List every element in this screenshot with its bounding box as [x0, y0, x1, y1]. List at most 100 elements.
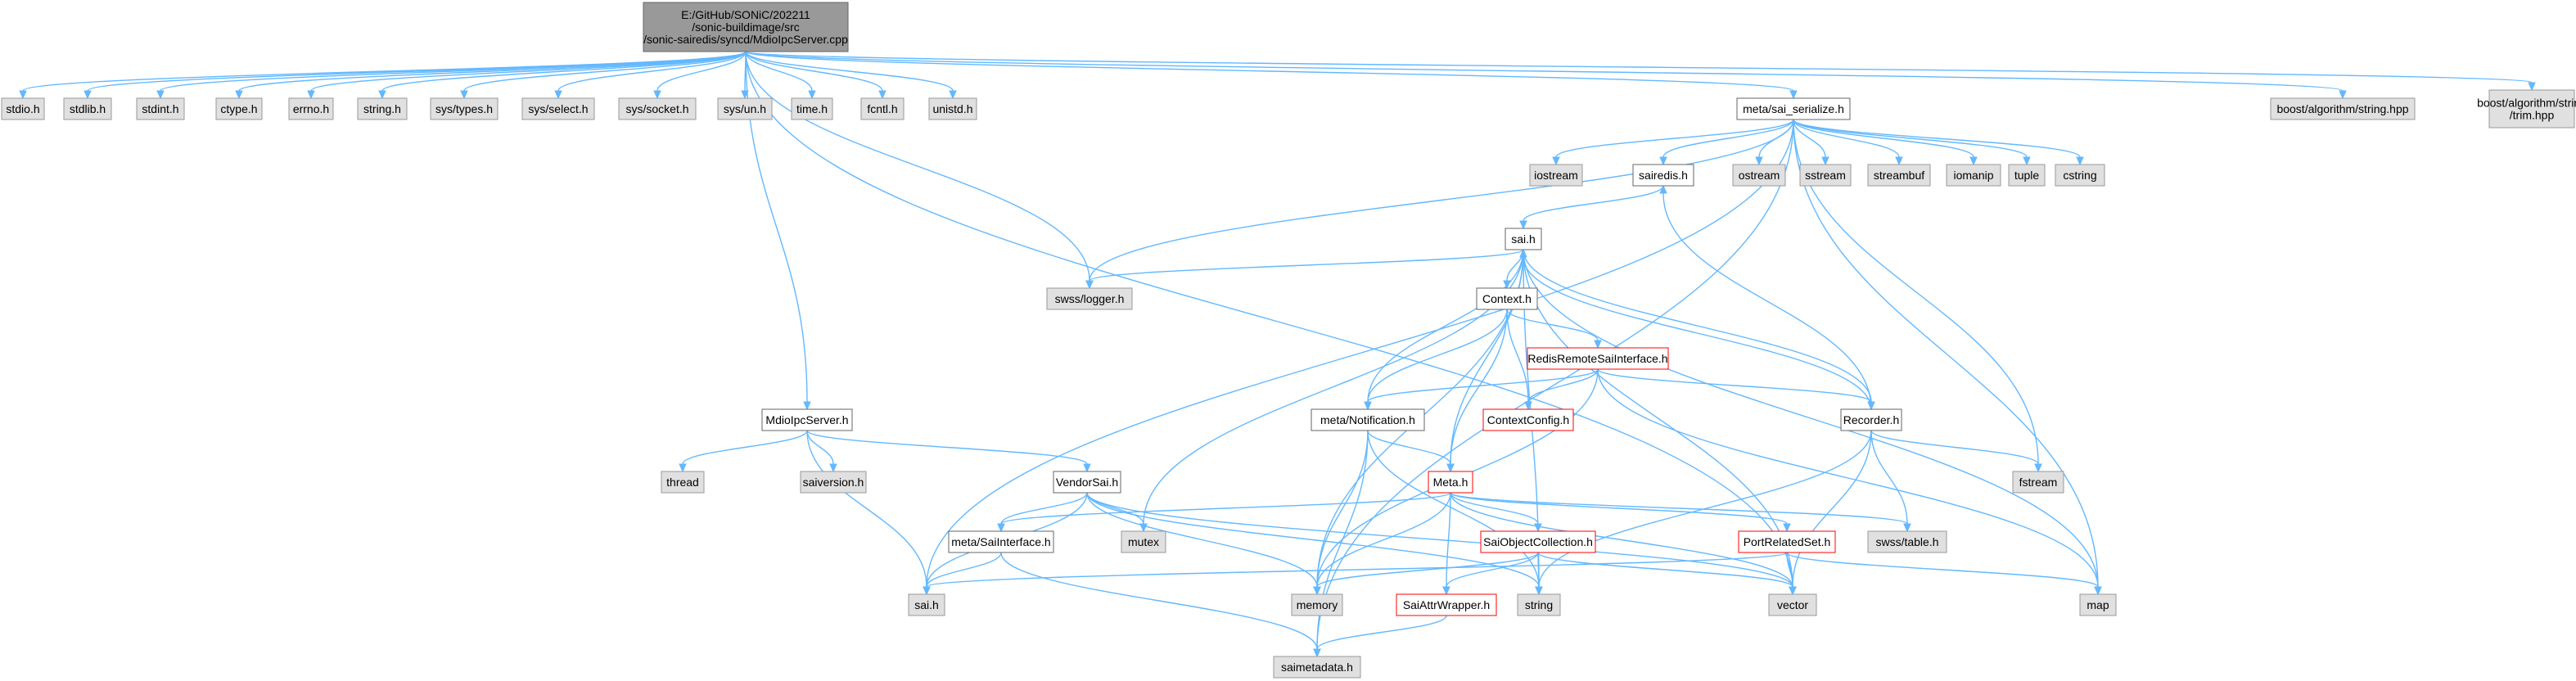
node-label: meta/SaiInterface.h — [951, 535, 1050, 548]
node-sysselect: sys/select.h — [521, 97, 595, 120]
node-box — [2488, 89, 2575, 129]
node-label: sys/select.h — [528, 102, 588, 115]
node-label: tuple — [2014, 169, 2040, 182]
edge-portrelated-to-sai_bottom — [923, 552, 1788, 596]
node-label: sys/un.h — [724, 102, 766, 115]
edge-sai_top-to-meta_h — [1446, 249, 1524, 473]
node-label: boost/algorithm/string — [2477, 97, 2576, 110]
edge-context-to-redisremote — [1506, 309, 1602, 350]
node-mutex: mutex — [1121, 530, 1166, 553]
node-label: sairedis.h — [1639, 169, 1688, 182]
node-iostream: iostream — [1529, 164, 1583, 187]
node-box — [521, 97, 595, 120]
node-errno: errno.h — [288, 97, 334, 120]
node-label: SaiAttrWrapper.h — [1403, 598, 1490, 611]
node-box — [1946, 164, 2001, 187]
edge-redisremote-to-contextconfig — [1524, 368, 1599, 411]
edge-meta_h-to-saiobjcoll — [1450, 492, 1542, 533]
node-iomanip: iomanip — [1946, 164, 2001, 187]
node-box — [1736, 97, 1851, 120]
node-contextconfig[interactable]: ContextConfig.h — [1482, 408, 1574, 431]
edge-serialize-to-map — [1793, 119, 2102, 596]
node-saiinterface[interactable]: meta/SaiInterface.h — [948, 530, 1054, 553]
node-label: time.h — [796, 102, 828, 115]
node-label: swss/table.h — [1875, 535, 1938, 548]
node-mdioipcserver[interactable]: MdioIpcServer.h — [761, 408, 853, 431]
node-label: /sonic-sairedis/syncd/MdioIpcServer.cpp — [643, 33, 848, 46]
node-box — [2270, 97, 2416, 120]
node-stdlib: stdlib.h — [63, 97, 112, 120]
node-label: Recorder.h — [1843, 413, 1899, 426]
edge-saiobjcoll-to-saiattrwrapper — [1442, 552, 1539, 596]
node-context[interactable]: Context.h — [1476, 287, 1538, 310]
edge-recorder-to-sai_top — [1519, 248, 1872, 410]
edge-recorder-to-sairedis — [1659, 184, 1872, 410]
node-box — [791, 97, 833, 120]
node-serialize[interactable]: meta/sai_serialize.h — [1736, 97, 1851, 120]
node-label: string — [1525, 598, 1553, 611]
node-label: ostream — [1739, 169, 1780, 182]
node-sai-top[interactable]: sai.h — [1505, 228, 1542, 250]
node-memory: memory — [1291, 593, 1343, 616]
edge-mdioipcserver-to-thread — [679, 430, 808, 473]
node-box — [288, 97, 334, 120]
node-box — [1428, 471, 1473, 494]
node-box — [2079, 593, 2117, 616]
edge-serialize-to-logger — [1085, 119, 1794, 290]
node-box — [1632, 164, 1694, 187]
node-redisremote[interactable]: RedisRemoteSaiInterface.h — [1527, 347, 1669, 370]
node-box — [643, 2, 849, 52]
node-box — [1053, 471, 1121, 494]
edge-root-to-ctype — [235, 51, 747, 100]
node-box — [1527, 347, 1669, 370]
node-box — [1867, 530, 1947, 553]
node-box — [136, 97, 185, 120]
edge-meta_h-to-saiinterface — [997, 492, 1451, 533]
edge-serialize-to-ostream — [1755, 119, 1794, 166]
node-box — [1291, 593, 1343, 616]
node-label: ContextConfig.h — [1487, 413, 1569, 426]
node-thread: thread — [661, 471, 705, 494]
node-box — [1046, 287, 1133, 310]
node-box — [1273, 656, 1361, 679]
edge-root-to-systypes — [460, 51, 747, 100]
node-box — [1529, 164, 1583, 187]
edge-meta_h-to-swsstable — [1450, 492, 1911, 533]
node-box — [1517, 593, 1561, 616]
node-saiattrwrapper[interactable]: SaiAttrWrapper.h — [1396, 593, 1497, 616]
node-fstream: fstream — [2012, 471, 2064, 494]
node-logger: swss/logger.h — [1046, 287, 1133, 310]
edge-saiinterface-to-saimetadata — [1000, 552, 1321, 658]
node-box — [948, 530, 1054, 553]
node-notification[interactable]: meta/Notification.h — [1311, 408, 1425, 431]
node-vendorsai[interactable]: VendorSai.h — [1053, 471, 1121, 494]
node-box — [761, 408, 853, 431]
node-label: sys/socket.h — [625, 102, 688, 115]
node-label: memory — [1297, 598, 1338, 611]
node-label: stdint.h — [142, 102, 178, 115]
node-box — [1505, 228, 1542, 250]
node-sairedis[interactable]: sairedis.h — [1632, 164, 1694, 187]
node-box — [63, 97, 112, 120]
node-saiobjcoll[interactable]: SaiObjectCollection.h — [1480, 530, 1596, 553]
node-box — [860, 97, 905, 120]
node-box — [717, 97, 773, 120]
node-root[interactable]: E:/GitHub/SONiC/202211/sonic-buildimage/… — [643, 2, 849, 52]
node-box — [1738, 530, 1836, 553]
node-label: ctype.h — [220, 102, 257, 115]
node-label: fstream — [2019, 476, 2058, 489]
node-label: /sonic-buildimage/src — [692, 20, 800, 34]
node-box — [430, 97, 499, 120]
edge-sairedis-to-sai_top — [1519, 185, 1664, 230]
node-box — [800, 471, 867, 494]
edge-sai_top-to-logger — [1085, 249, 1524, 290]
node-swsstable: swss/table.h — [1867, 530, 1947, 553]
node-meta-h[interactable]: Meta.h — [1428, 471, 1473, 494]
node-label: errno.h — [293, 102, 329, 115]
edge-serialize-to-sstream — [1793, 119, 1829, 166]
node-recorder[interactable]: Recorder.h — [1840, 408, 1902, 431]
edge-serialize-to-sairedis — [1659, 119, 1794, 166]
node-label: cstring — [2063, 169, 2096, 182]
node-portrelated[interactable]: PortRelatedSet.h — [1738, 530, 1836, 553]
